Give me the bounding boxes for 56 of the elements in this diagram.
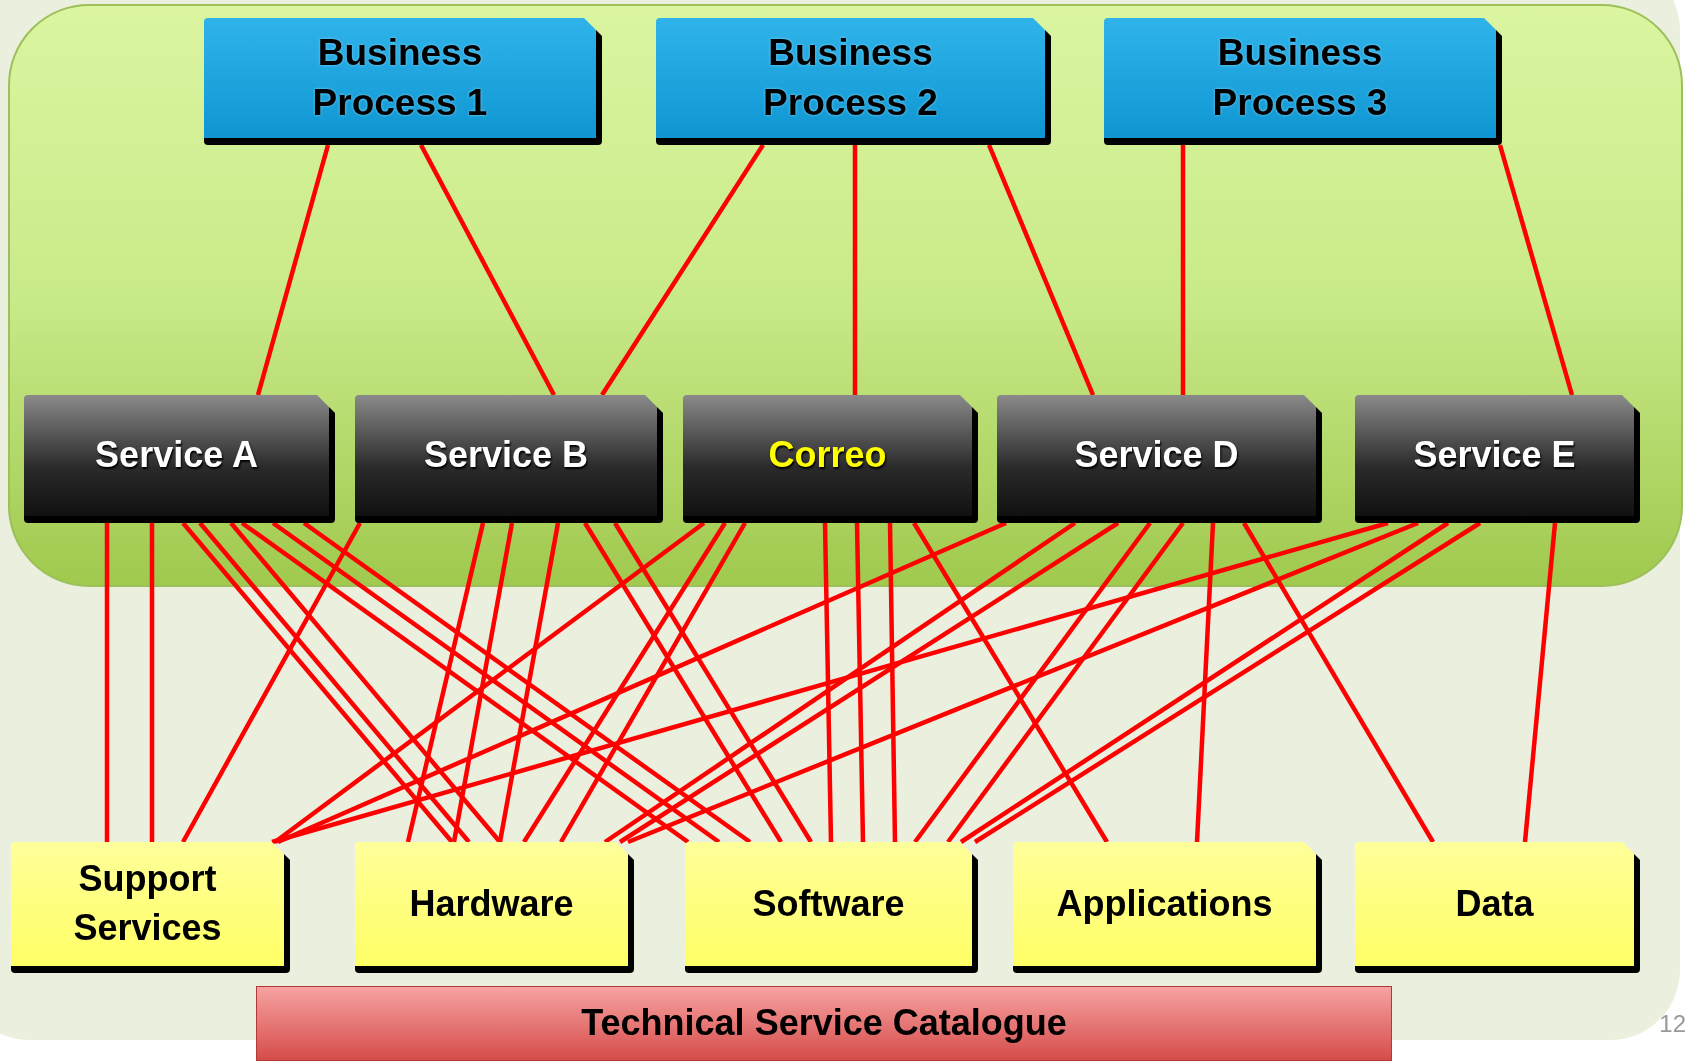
connector-line — [255, 144, 331, 396]
node-label: Business Process 3 — [1211, 31, 1389, 125]
connector-line — [522, 521, 727, 844]
connector-line — [912, 521, 1109, 844]
node-label: Service B — [423, 433, 589, 478]
service-box — [683, 395, 978, 523]
connector-line — [1194, 522, 1216, 843]
service-box — [355, 395, 663, 523]
resource-box — [685, 842, 978, 973]
node-label: Data — [1455, 881, 1534, 926]
connector-line — [104, 523, 110, 842]
resource-box — [1355, 842, 1640, 973]
node-label: Service D — [1074, 433, 1239, 478]
node-label: Applications — [1056, 881, 1273, 926]
connector-line — [181, 521, 362, 844]
connector-line — [419, 143, 556, 397]
service-box — [1355, 395, 1640, 523]
node-label: Service A — [95, 433, 258, 478]
connector-line — [986, 144, 1096, 396]
connector-line — [1497, 144, 1575, 396]
service-box — [24, 395, 335, 523]
process-box — [204, 18, 602, 145]
connector-line — [852, 145, 858, 395]
node-label: Hardware — [409, 881, 574, 926]
connector-line — [149, 523, 155, 842]
page-number: 12 — [1659, 1010, 1686, 1038]
process-box — [1104, 18, 1502, 145]
node-label: Business Process 1 — [311, 31, 489, 125]
connector-line — [1180, 145, 1186, 395]
resource-box — [355, 842, 634, 973]
connector-line — [583, 521, 783, 844]
connector-line — [1242, 521, 1435, 844]
catalogue-bar — [256, 986, 1392, 1061]
connector-line — [559, 521, 747, 844]
connector-line — [613, 521, 813, 844]
node-label: Business Process 2 — [762, 31, 939, 125]
connector-line — [887, 522, 898, 843]
connector-line — [1522, 522, 1558, 843]
connector-line — [497, 522, 561, 843]
node-label: Support Services — [72, 857, 223, 950]
node-label: Correo — [768, 433, 887, 478]
connector-line — [600, 143, 765, 397]
node-label: Service E — [1413, 433, 1576, 478]
connector-line — [913, 521, 1152, 844]
connector-line — [822, 522, 834, 843]
connector-line — [229, 521, 502, 844]
resource-box — [11, 842, 290, 973]
resource-box — [1013, 842, 1322, 973]
connector-line — [854, 522, 866, 843]
connector-line — [451, 522, 515, 843]
connector-line — [946, 521, 1185, 844]
node-label: Software — [752, 881, 905, 926]
node-label: Technical Service Catalogue — [581, 1001, 1067, 1046]
connector-line — [405, 522, 486, 843]
process-box — [656, 18, 1051, 145]
service-box — [997, 395, 1322, 523]
